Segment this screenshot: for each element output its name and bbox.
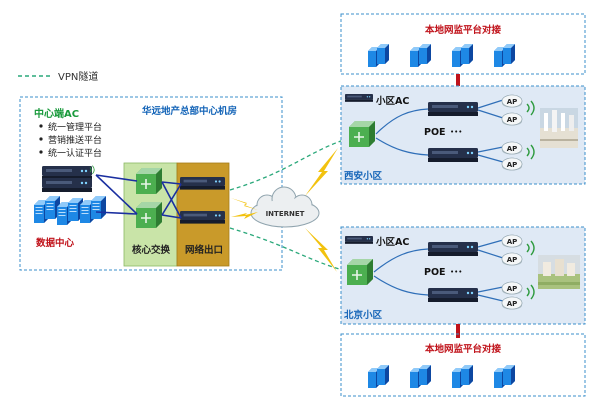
beijing-ac-label: 小区AC	[375, 236, 409, 248]
xian-poe-ellipsis: •••	[450, 128, 462, 136]
exit-router-2	[180, 211, 225, 224]
lightning-hq-2	[231, 212, 258, 219]
data-center-servers	[34, 196, 106, 225]
core-switch-1	[135, 167, 163, 195]
lightning-xian	[305, 148, 338, 196]
xian-community-label: 西安小区	[344, 170, 383, 182]
central-ac-device	[42, 166, 92, 192]
xian-community-photo	[540, 108, 578, 148]
monitor-bottom-title: 本地网监平台对接	[425, 343, 502, 355]
internet-label: INTERNET	[266, 210, 305, 218]
xian-ap-label-2: AP	[507, 116, 518, 124]
xian-poe-switch-1	[428, 102, 478, 116]
lightning-beijing	[305, 228, 337, 272]
hq-center: 华远地产总部中心机房 中心端AC 统一管理平台 营销推送平台 统一认证平台 数据…	[19, 96, 283, 271]
vpn-legend-label: VPN隧道	[58, 70, 98, 83]
monitor-bottom-connector	[456, 324, 460, 338]
vpn-tunnel-beijing	[229, 227, 351, 273]
beijing-ac-device	[345, 236, 373, 244]
beijing-ap-label-1: AP	[507, 238, 518, 246]
monitor-top-box: 本地网监平台对接	[340, 13, 586, 90]
beijing-poe-switch-2	[428, 288, 478, 302]
xian-ap-label-3: AP	[507, 145, 518, 153]
beijing-poe-label: POE	[424, 267, 446, 278]
legend: VPN隧道	[18, 70, 98, 83]
platform-bullet	[39, 150, 43, 154]
beijing-router	[346, 258, 374, 286]
monitor-bottom-box: 本地网监平台对接	[340, 324, 586, 397]
xian-community: 小区AC POE ••• AP AP AP AP	[340, 85, 586, 185]
platform-management: 统一管理平台	[48, 121, 102, 133]
platform-bullet	[39, 124, 43, 128]
lightning-links	[231, 148, 338, 272]
exit-router-1	[180, 177, 225, 190]
beijing-links	[373, 239, 504, 302]
internet-cloud: INTERNET	[250, 186, 320, 228]
beijing-poe-switch-1	[428, 242, 478, 256]
central-ac-label: 中心端AC	[34, 107, 79, 120]
platform-bullet	[39, 137, 43, 141]
xian-router	[348, 120, 376, 148]
monitor-top-connector	[456, 74, 460, 90]
beijing-ap-label-4: AP	[507, 300, 518, 308]
hq-title: 华远地产总部中心机房	[142, 105, 237, 117]
monitor-top-title: 本地网监平台对接	[425, 24, 502, 36]
xian-ap-label-4: AP	[507, 161, 518, 169]
vpn-tunnels	[229, 137, 351, 273]
xian-ac-label: 小区AC	[375, 95, 409, 107]
hq-frame	[19, 96, 283, 271]
xian-ap-label-1: AP	[507, 98, 518, 106]
monitor-bottom-servers	[368, 365, 515, 388]
beijing-community-photo	[538, 255, 580, 289]
beijing-ap-label-2: AP	[507, 256, 518, 264]
beijing-ap-label-3: AP	[507, 285, 518, 293]
xian-ac-device	[345, 94, 373, 102]
core-switch-label: 核心交换	[132, 244, 171, 256]
monitor-bottom-frame	[340, 333, 586, 397]
beijing-community: 小区AC POE ••• AP AP AP AP	[340, 226, 586, 325]
network-exit-label: 网络出口	[185, 244, 223, 256]
vpn-tunnel-xian	[229, 137, 351, 191]
beijing-community-label: 北京小区	[344, 309, 383, 321]
xian-poe-switch-2	[428, 148, 478, 162]
platform-auth: 统一认证平台	[48, 147, 102, 159]
xian-links	[375, 99, 504, 163]
platform-marketing: 营销推送平台	[48, 134, 102, 146]
monitor-top-servers	[368, 44, 515, 67]
core-switch-2	[135, 201, 163, 229]
data-center-label: 数据中心	[35, 237, 75, 249]
beijing-poe-ellipsis: •••	[450, 268, 462, 276]
hq-links	[95, 174, 182, 219]
monitor-top-frame	[340, 13, 586, 75]
xian-poe-label: POE	[424, 127, 446, 138]
